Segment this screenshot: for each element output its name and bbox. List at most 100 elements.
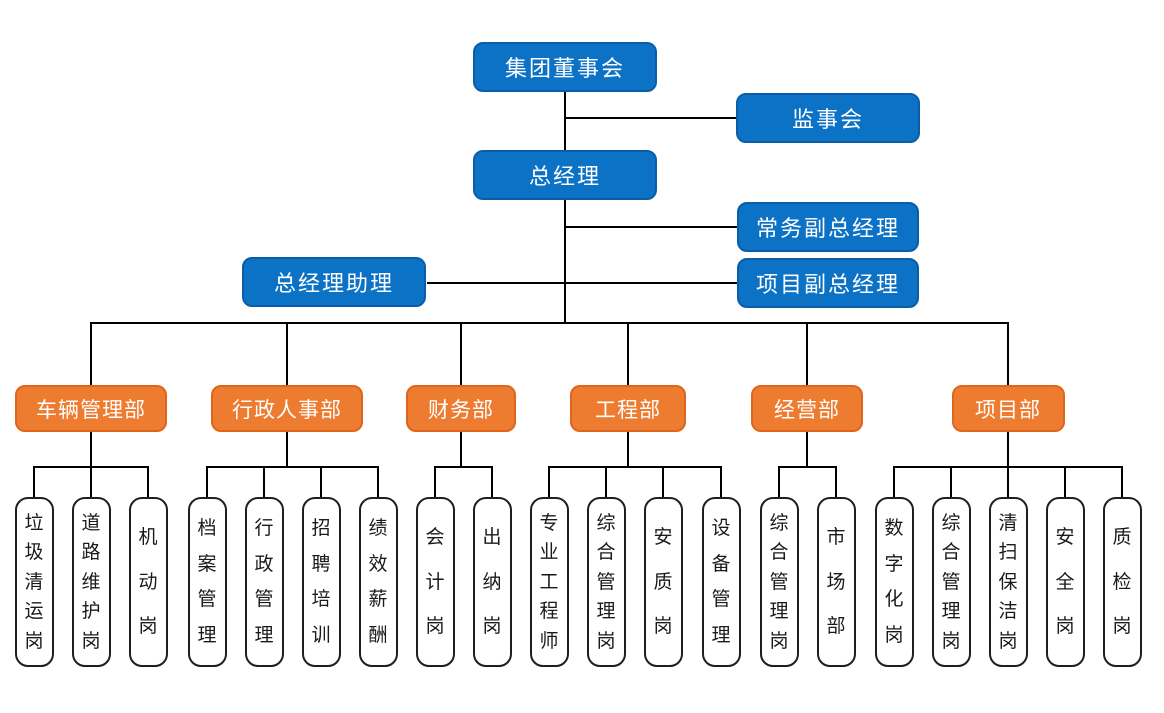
connector-line xyxy=(662,466,664,497)
connector-line xyxy=(893,466,895,497)
position-label-char: 师 xyxy=(539,630,559,652)
connector-line xyxy=(1064,466,1066,497)
position-label-char: 绩 xyxy=(368,518,388,540)
position-label-char: 管 xyxy=(596,571,616,593)
position-label-char: 设 xyxy=(711,518,731,540)
position-label-char: 合 xyxy=(596,542,616,563)
position-label-char: 案 xyxy=(197,553,217,575)
connector-line xyxy=(286,322,288,385)
department-box: 财务部 xyxy=(406,385,516,432)
position-label-char: 清 xyxy=(24,571,44,593)
position-label-char: 管 xyxy=(711,589,731,611)
position-label-char: 全 xyxy=(1055,571,1075,593)
position-label-char: 合 xyxy=(941,542,961,563)
connector-line xyxy=(605,466,607,497)
position-label-char: 理 xyxy=(769,601,789,622)
gm-assistant-node: 总经理助理 xyxy=(242,257,426,307)
connector-line xyxy=(720,466,722,497)
position-label-char: 运 xyxy=(24,601,44,622)
connector-line xyxy=(434,466,436,497)
position-box: 出纳岗 xyxy=(472,497,512,667)
connector-line xyxy=(460,322,462,385)
connector-line xyxy=(206,466,208,497)
position-label-char: 岗 xyxy=(1112,615,1132,637)
position-label-char: 工 xyxy=(539,571,559,593)
position-label-char: 道 xyxy=(81,512,101,534)
position-label-char: 检 xyxy=(1112,571,1132,593)
connector-line xyxy=(627,432,629,466)
connector-line xyxy=(263,466,265,497)
position-label-char: 程 xyxy=(539,601,559,622)
position-label-char: 部 xyxy=(826,615,846,637)
position-label-char: 纳 xyxy=(482,571,502,593)
position-label-char: 扫 xyxy=(998,542,1018,563)
position-label-char: 圾 xyxy=(24,542,44,563)
position-box: 道路维护岗 xyxy=(71,497,111,667)
position-label-char: 管 xyxy=(941,571,961,593)
position-label-char: 安 xyxy=(653,527,673,549)
position-box: 综合管理岗 xyxy=(931,497,971,667)
connector-line xyxy=(377,466,379,497)
position-label-char: 管 xyxy=(197,589,217,611)
position-box: 综合管理岗 xyxy=(759,497,799,667)
position-box: 档案管理 xyxy=(187,497,227,667)
position-label-char: 综 xyxy=(769,512,789,534)
position-label-char: 管 xyxy=(254,589,274,611)
department-box: 项目部 xyxy=(951,385,1065,432)
position-label-char: 岗 xyxy=(653,615,673,637)
connector-line xyxy=(1007,322,1009,385)
position-label-char: 护 xyxy=(81,601,101,622)
connector-line xyxy=(90,466,92,497)
connector-line xyxy=(548,466,550,497)
supervisory-board-node: 监事会 xyxy=(736,93,920,143)
position-label-char: 理 xyxy=(941,601,961,622)
position-label-char: 洁 xyxy=(998,601,1018,622)
position-label-char: 理 xyxy=(254,624,274,646)
position-label-char: 合 xyxy=(769,542,789,563)
position-label-char: 岗 xyxy=(998,630,1018,652)
position-label-char: 岗 xyxy=(482,615,502,637)
group-board-node: 集团董事会 xyxy=(473,42,657,92)
position-label-char: 岗 xyxy=(769,630,789,652)
position-label-char: 机 xyxy=(138,527,158,549)
connector-line xyxy=(806,432,808,466)
position-box: 行政管理 xyxy=(244,497,284,667)
connector-line xyxy=(91,322,1009,324)
position-label-char: 岗 xyxy=(425,615,445,637)
connector-line xyxy=(778,466,780,497)
position-box: 综合管理岗 xyxy=(586,497,626,667)
position-label-char: 聘 xyxy=(311,553,331,575)
position-box: 绩效薪酬 xyxy=(358,497,398,667)
connector-line xyxy=(1121,466,1123,497)
position-label-char: 保 xyxy=(998,571,1018,593)
connector-line xyxy=(460,432,462,466)
position-label-char: 质 xyxy=(1112,527,1132,549)
position-label-char: 计 xyxy=(425,571,445,593)
position-label-char: 路 xyxy=(81,542,101,563)
position-label-char: 管 xyxy=(769,571,789,593)
position-label-char: 理 xyxy=(596,601,616,622)
connector-line xyxy=(779,466,836,468)
position-label-char: 政 xyxy=(254,553,274,575)
position-label-char: 酬 xyxy=(368,624,388,646)
position-label-char: 招 xyxy=(311,518,331,540)
position-label-char: 岗 xyxy=(138,615,158,637)
connector-line xyxy=(435,466,492,468)
connector-line xyxy=(564,200,566,323)
connector-line xyxy=(1007,466,1009,497)
position-label-char: 岗 xyxy=(941,630,961,652)
position-box: 安质岗 xyxy=(643,497,683,667)
position-label-char: 维 xyxy=(81,571,101,593)
position-box: 数字化岗 xyxy=(874,497,914,667)
position-box: 会计岗 xyxy=(415,497,455,667)
connector-line xyxy=(491,466,493,497)
position-label-char: 综 xyxy=(596,512,616,534)
connector-line xyxy=(427,282,737,284)
position-label-char: 出 xyxy=(482,527,502,549)
connector-line xyxy=(207,466,378,468)
position-label-char: 理 xyxy=(197,624,217,646)
position-label-char: 质 xyxy=(653,571,673,593)
position-box: 专业工程师 xyxy=(529,497,569,667)
position-label-char: 会 xyxy=(425,527,445,549)
